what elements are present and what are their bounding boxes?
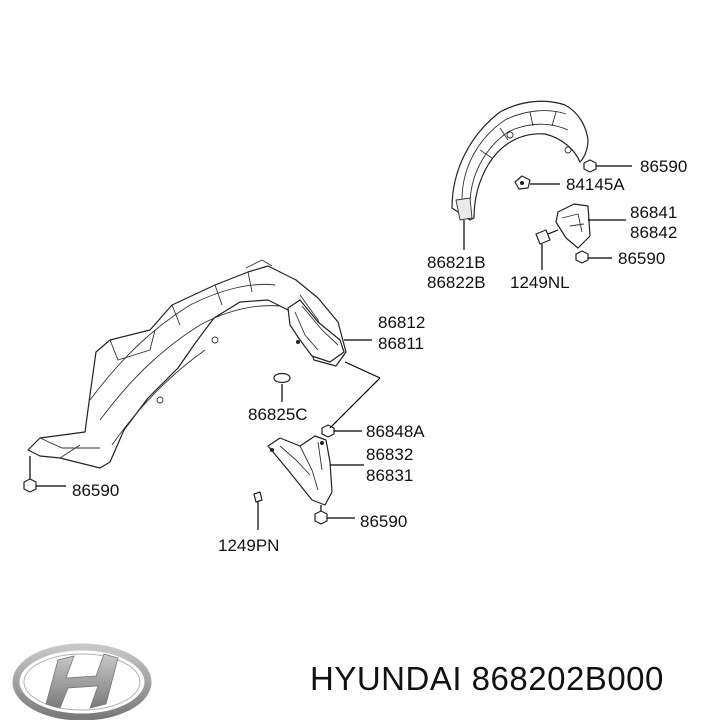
- label-86848a: 86848A: [366, 422, 425, 441]
- bracket-86841: [535, 203, 591, 264]
- label-1249pn: 1249PN: [218, 536, 279, 555]
- label-86821b: 86821B: [427, 253, 486, 272]
- part-labels: 86590 84145A 86841 86842 86590 86821B 86…: [72, 157, 687, 555]
- cover-86811: [287, 299, 345, 363]
- label-86590-bottom: 86590: [360, 512, 407, 531]
- screw-1249nl: [535, 229, 551, 245]
- leader-lines: [36, 165, 632, 519]
- label-86841: 86841: [630, 203, 677, 222]
- label-86590-mid: 86590: [618, 249, 665, 268]
- label-86811: 86811: [378, 334, 424, 353]
- label-86832: 86832: [366, 445, 413, 464]
- hyundai-logo-icon: [12, 643, 152, 720]
- plug-86825c: [273, 372, 291, 384]
- screw-1249pn: [253, 491, 263, 503]
- label-84145a: 84145A: [566, 175, 625, 194]
- label-86831: 86831: [366, 466, 413, 485]
- label-86812: 86812: [378, 313, 425, 332]
- mud-guard-86831: [253, 424, 335, 530]
- brand-part-caption: HYUNDAI 868202B000: [310, 660, 664, 697]
- label-86822b: 86822B: [427, 273, 486, 292]
- rear-wheel-guard: [451, 100, 597, 221]
- label-86590-left: 86590: [72, 481, 119, 500]
- label-86842: 86842: [630, 223, 677, 242]
- label-86590-top: 86590: [640, 157, 687, 176]
- label-86825c: 86825C: [248, 405, 308, 424]
- nut-86590-top: [583, 159, 597, 173]
- nut-86590-left: [23, 478, 37, 493]
- label-1249nl: 1249NL: [510, 273, 570, 292]
- nut-86590-bottom: [314, 510, 328, 525]
